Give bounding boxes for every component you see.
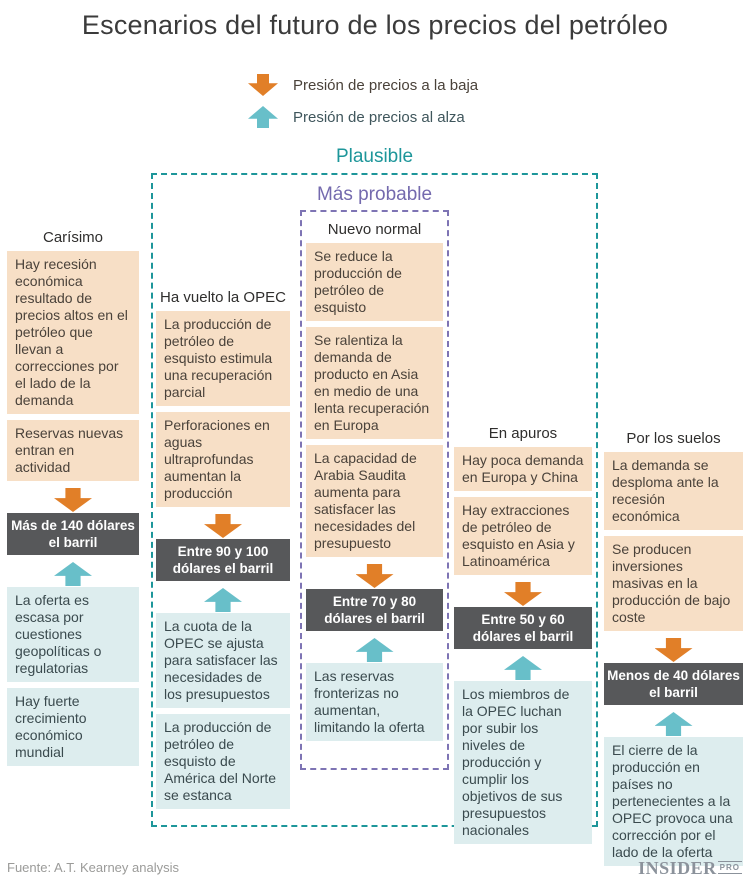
scenario-title: Nuevo normal: [327, 221, 422, 238]
most-probable-group-frame: [300, 210, 449, 770]
scenario-column-opec: Ha vuelto la OPEC La producción de petró…: [156, 289, 290, 815]
price-box: Entre 90 y 100 dólares el barril: [156, 539, 290, 581]
publisher-logo-text: INSIDER: [638, 858, 717, 878]
plausible-group-label: Plausible: [335, 146, 414, 167]
down-arrow-icon: [355, 564, 394, 588]
most-probable-group-label: Más probable: [316, 184, 433, 205]
scenario-title: Ha vuelto la OPEC: [160, 289, 286, 306]
scenario-title: Por los suelos: [626, 430, 721, 447]
downward-factor-box: La producción de petróleo de esquisto es…: [156, 311, 290, 406]
scenario-title: Carísimo: [42, 229, 103, 246]
up-arrow-icon: [504, 656, 542, 680]
downward-factor-box: Hay extracciones de petróleo de esquisto…: [454, 497, 592, 575]
upward-factor-box: La cuota de la OPEC se ajusta para satis…: [156, 613, 290, 708]
page-title: Escenarios del futuro de los precios del…: [81, 10, 669, 40]
downward-factor-box: Se ralentiza la demanda de producto en A…: [306, 327, 443, 439]
upward-factor-box: Hay fuerte crecimiento económico mundial: [7, 688, 139, 766]
downward-factor-box: Hay recesión económica resultado de prec…: [7, 251, 139, 414]
upward-factor-box: Las reservas fronterizas no aumentan, li…: [306, 663, 443, 741]
upward-pressure-arrow-icon: [248, 106, 278, 128]
plausible-group-frame: [151, 173, 598, 827]
downward-factor-box: Hay poca demanda en Europa y China: [454, 447, 592, 491]
down-arrow-icon: [54, 488, 92, 512]
down-arrow-icon: [654, 638, 693, 662]
upward-factor-box: Los miembros de la OPEC luchan por subir…: [454, 681, 592, 844]
downward-factor-box: Se producen inversiones masivas en la pr…: [604, 536, 743, 631]
up-arrow-icon: [204, 588, 242, 612]
down-arrow-icon: [204, 514, 242, 538]
downward-pressure-arrow-icon: [248, 74, 278, 96]
downward-factor-box: La capacidad de Arabia Saudita aumenta p…: [306, 445, 443, 557]
downward-factor-box: La demanda se desploma ante la recesión …: [604, 452, 743, 530]
up-arrow-icon: [355, 638, 394, 662]
up-arrow-icon: [54, 562, 92, 586]
upward-factor-box: La producción de petróleo de esquisto de…: [156, 714, 290, 809]
source-credit: Fuente: A.T. Kearney analysis: [7, 860, 179, 875]
publisher-logo-badge: PRO: [717, 861, 742, 874]
up-arrow-icon: [654, 712, 693, 736]
down-arrow-icon: [504, 582, 542, 606]
legend-downward-label: Presión de precios a la baja: [293, 77, 479, 94]
scenario-column-por-los-suelos: Por los suelos La demanda se desploma an…: [604, 430, 743, 872]
price-box: Entre 50 y 60 dólares el barril: [454, 607, 592, 649]
scenario-column-en-apuros: En apuros Hay poca demanda en Europa y C…: [454, 425, 592, 850]
downward-factor-box: Reservas nuevas entran en actividad: [7, 420, 139, 481]
downward-factor-box: Se reduce la producción de petróleo de e…: [306, 243, 443, 321]
upward-factor-box: El cierre de la producción en países no …: [604, 737, 743, 866]
legend-upward-label: Presión de precios al alza: [293, 109, 465, 126]
price-box: Menos de 40 dólares el barril: [604, 663, 743, 705]
price-box: Más de 140 dólares el barril: [7, 513, 139, 555]
downward-factor-box: Perforaciones en aguas ultraprofundas au…: [156, 412, 290, 507]
upward-factor-box: La oferta es escasa por cuestiones geopo…: [7, 587, 139, 682]
scenario-column-carisimo: Carísimo Hay recesión económica resultad…: [7, 229, 139, 772]
scenario-column-nuevo-normal: Nuevo normal Se reduce la producción de …: [306, 221, 443, 747]
scenario-title: En apuros: [488, 425, 558, 442]
price-box: Entre 70 y 80 dólares el barril: [306, 589, 443, 631]
